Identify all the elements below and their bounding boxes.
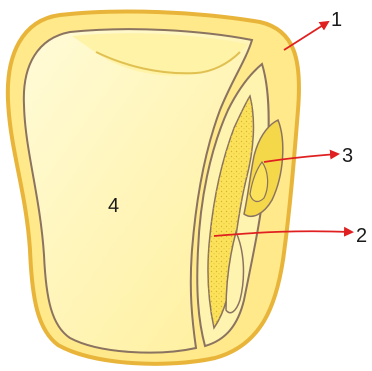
label-3: 3 — [342, 145, 353, 167]
label-4: 4 — [108, 195, 119, 217]
label-2: 2 — [356, 225, 367, 247]
arrow-1 — [284, 22, 328, 50]
label-1: 1 — [331, 9, 342, 31]
